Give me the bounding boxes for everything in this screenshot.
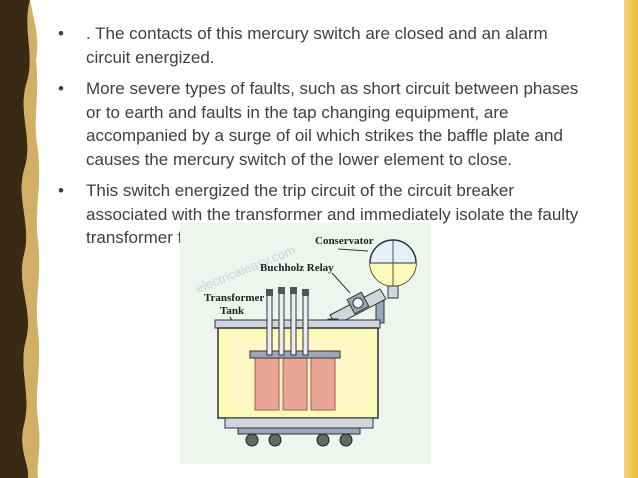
label-conservator: Conservator	[315, 235, 374, 247]
tank-base	[224, 417, 374, 447]
label-transformer: Transformer	[204, 292, 264, 304]
bullet-item: • More severe types of faults, such as sh…	[54, 77, 594, 171]
label-buchholz-relay: Buchholz Relay	[260, 262, 334, 274]
pointer-conservator	[337, 248, 369, 252]
bushings	[266, 287, 309, 356]
conservator-tank	[369, 239, 417, 324]
bullet-dot: •	[58, 181, 64, 200]
bullet-text: More severe types of faults, such as sho…	[86, 79, 579, 169]
bullet-dot: •	[58, 24, 64, 43]
transformer-diagram: electricaleasy.com Conservator Buchholz …	[180, 223, 431, 464]
pointer-buchholz	[331, 272, 351, 294]
bullet-text: . The contacts of this mercury switch ar…	[86, 24, 548, 67]
label-tank: Tank	[220, 305, 245, 317]
bullet-dot: •	[58, 79, 64, 98]
bullet-item: • . The contacts of this mercury switch a…	[54, 22, 594, 69]
right-decorative-band	[624, 0, 638, 478]
left-decorative-band	[0, 0, 44, 478]
transformer-diagram-svg: electricaleasy.com Conservator Buchholz …	[194, 235, 417, 447]
transformer-tank	[214, 319, 381, 419]
